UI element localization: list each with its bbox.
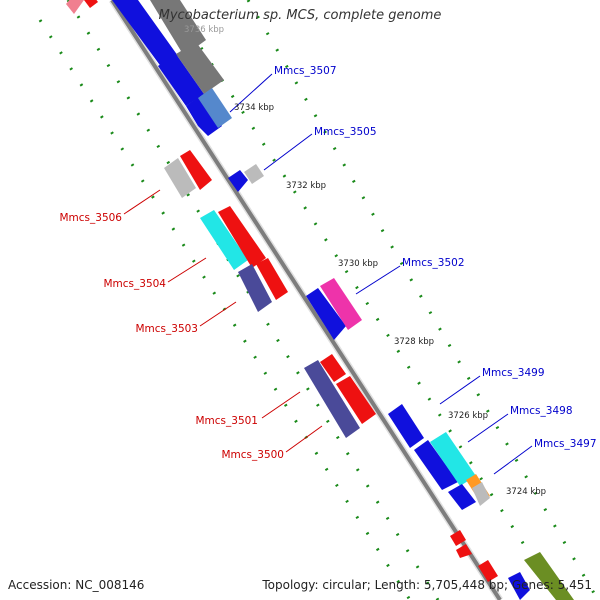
gene-block-3500-red[interactable] [336,376,376,424]
gene-block-3501-red[interactable] [320,354,346,382]
gene-label-mmcs-3499[interactable]: Mmcs_3499 [482,367,545,379]
leader-line-3507 [229,73,273,113]
leader-line-3504 [167,257,207,283]
gene-label-mmcs-3502[interactable]: Mmcs_3502 [402,257,465,269]
tick-label: 3724 kbp [506,487,546,497]
gene-block-3498-blue[interactable] [414,440,458,490]
label-leader-lines [123,73,533,475]
leader-line-3499 [439,375,481,405]
tick-label: 3734 kbp [234,103,274,113]
gene-block-3505-blue[interactable] [228,170,248,192]
gene-block-3505-grey[interactable] [244,164,264,184]
tick-label: 3728 kbp [394,337,434,347]
gene-block-3507-grey[interactable] [176,42,224,94]
accession-value: NC_008146 [75,578,145,592]
gene-block-bottom-olive[interactable] [524,552,574,600]
gene-block-bottom-red-b[interactable] [456,544,472,558]
gene-blocks [66,0,574,600]
gene-label-mmcs-3498[interactable]: Mmcs_3498 [510,405,573,417]
gene-label-mmcs-3504[interactable]: Mmcs_3504 [103,278,166,290]
leader-line-3506 [123,189,161,215]
leader-line-3501 [261,391,301,419]
gene-block-top-left-pink[interactable] [66,0,84,14]
gene-block-3507-blue-b[interactable] [186,96,222,136]
gene-block-3507-blue-a[interactable] [158,54,204,106]
leader-line-3500 [285,425,323,453]
ruler-line-inner [38,19,412,600]
gene-block-top-grey[interactable] [150,0,206,56]
ruler-line-mid-forward [168,0,562,600]
gene-label-mmcs-3500[interactable]: Mmcs_3500 [221,449,284,461]
gene-label-mmcs-3503[interactable]: Mmcs_3503 [135,323,198,335]
gene-block-3503-red[interactable] [256,258,288,300]
gene-block-bottom-red-c[interactable] [478,560,498,582]
leader-line-3497 [493,445,533,475]
gene-block-3506-grey[interactable] [164,158,196,198]
gene-label-mmcs-3505[interactable]: Mmcs_3505 [314,126,377,138]
leader-line-3505 [263,133,313,171]
ruler-line-outer [246,0,600,600]
kbp-tick-labels: 3736 kbp 3734 kbp 3732 kbp 3730 kbp 3728… [184,25,546,497]
gene-name-labels: Mmcs_3507 Mmcs_3505 Mmcs_3506 Mmcs_3502 … [59,65,596,461]
leader-line-3498 [467,413,509,443]
gene-block-3501-slate[interactable] [304,360,360,438]
gene-block-top-red[interactable] [84,0,98,8]
gene-block-3502-blue[interactable] [306,288,346,340]
gene-block-3499-blue[interactable] [388,404,424,448]
tick-label: 3732 kbp [286,181,326,191]
gene-label-mmcs-3506[interactable]: Mmcs_3506 [59,212,122,224]
gene-block-3506-red[interactable] [180,150,212,190]
gene-block-3504-cyan[interactable] [200,210,248,270]
gene-block-3504-red[interactable] [218,206,266,268]
leader-line-3503 [199,301,237,327]
accession-label: Accession: [8,578,72,592]
map-title: Mycobacterium sp. MCS, complete genome [158,8,442,23]
gene-label-mmcs-3497[interactable]: Mmcs_3497 [534,438,597,450]
ruler-dotted-lines [38,0,600,600]
leader-line-3502 [355,265,401,295]
gene-block-3497-blue[interactable] [448,484,476,510]
gene-block-bottom-blue[interactable] [508,572,530,600]
genome-backbone [109,0,503,600]
gene-block-3502-magenta[interactable] [320,278,362,330]
topology-info: Topology: circular; Length: 5,705,448 bp… [262,578,592,592]
gene-block-3503-slate[interactable] [238,264,272,312]
gene-block-3497-grey[interactable] [472,482,490,506]
gene-label-mmcs-3507[interactable]: Mmcs_3507 [274,65,337,77]
gene-label-mmcs-3501[interactable]: Mmcs_3501 [195,415,258,427]
gene-block-3498-cyan[interactable] [430,432,476,486]
gene-block-3507-steel[interactable] [198,88,232,128]
tick-label: 3730 kbp [338,259,378,269]
gene-block-top-blue[interactable] [112,0,178,68]
gene-block-bottom-red-a[interactable] [450,530,466,546]
tick-label: 3726 kbp [448,411,488,421]
tick-label: 3736 kbp [184,25,224,35]
accession-info: Accession: NC_008146 [8,578,144,592]
